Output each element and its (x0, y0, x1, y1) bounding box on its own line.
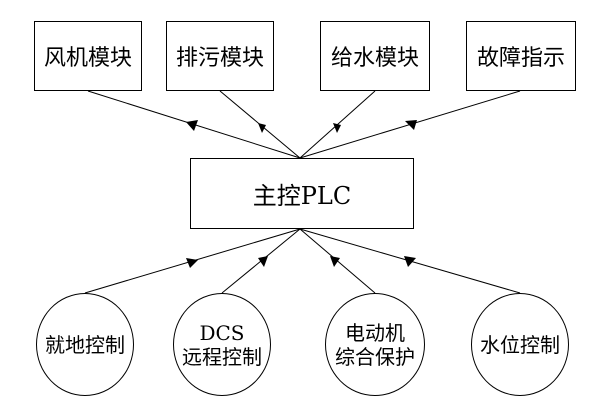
integrated-protection-label: 综合保护 (335, 344, 415, 369)
motor-label: 电动机 (345, 320, 405, 345)
main-plc-box: 主控PLC (190, 158, 414, 229)
arrowhead-water-module (333, 123, 341, 133)
arrowhead-local-control (186, 258, 198, 268)
arrowhead-water-level (404, 256, 416, 267)
water-supply-module-label: 给水模块 (330, 46, 419, 71)
water-level-control-label: 水位控制 (480, 332, 560, 357)
motor-protection-circle: 电动机 综合保护 (325, 293, 425, 396)
local-control-label: 就地控制 (45, 332, 125, 357)
fan-module-label: 风机模块 (43, 46, 132, 71)
sewage-module-label: 排污模块 (175, 46, 264, 71)
local-control-circle: 就地控制 (36, 293, 134, 396)
water-level-control-circle: 水位控制 (471, 293, 569, 396)
fault-indicator-box: 故障指示 (466, 21, 576, 91)
sewage-module-box: 排污模块 (166, 21, 274, 91)
dcs-remote-control-circle: DCS 远程控制 (173, 293, 271, 396)
remote-control-label: 远程控制 (182, 344, 262, 369)
arrowhead-dcs (258, 256, 268, 267)
arrowhead-fault-indicator (405, 120, 417, 130)
arrowhead-fan-module (186, 120, 198, 131)
arrowhead-motor-protection (330, 256, 340, 267)
fault-indicator-label: 故障指示 (476, 46, 565, 71)
main-plc-label: 主控PLC (252, 182, 352, 210)
fan-module-box: 风机模块 (34, 21, 142, 91)
arrowhead-sewage-module (258, 123, 266, 133)
water-supply-module-box: 给水模块 (320, 21, 430, 91)
dcs-label: DCS (199, 320, 245, 345)
